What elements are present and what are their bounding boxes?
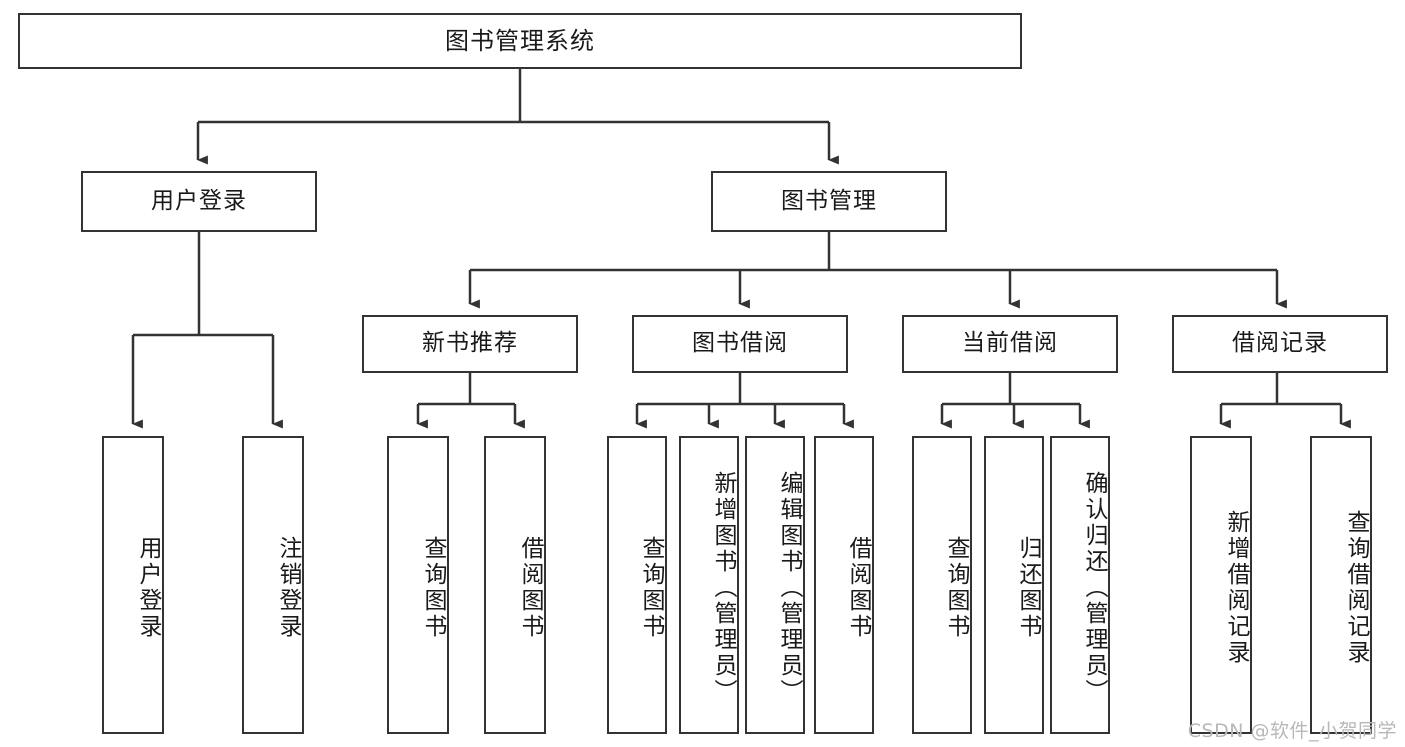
node-label: 新增图书（管理员） xyxy=(710,471,736,705)
node-book-management[interactable]: 图书管理 xyxy=(711,171,947,232)
node-label: 新书推荐 xyxy=(422,330,518,357)
node-label: 查询借阅记录 xyxy=(1343,510,1369,666)
node-new-book-recommend[interactable]: 新书推荐 xyxy=(362,315,578,373)
node-user-login[interactable]: 用户登录 xyxy=(81,171,317,232)
node-label: 确认归还（管理员） xyxy=(1081,471,1107,705)
node-label: 当前借阅 xyxy=(962,330,1058,357)
leaf-user-logout[interactable]: 注销登录 xyxy=(242,436,304,734)
leaf-query-book-current[interactable]: 查询图书 xyxy=(912,436,972,734)
leaf-return-book[interactable]: 归还图书 xyxy=(984,436,1044,734)
node-label: 查询图书 xyxy=(420,536,446,640)
node-label: 图书管理 xyxy=(781,187,877,214)
node-book-borrow[interactable]: 图书借阅 xyxy=(632,315,848,373)
node-current-borrow[interactable]: 当前借阅 xyxy=(902,315,1118,373)
node-label: 用户登录 xyxy=(135,536,161,640)
node-label: 借阅记录 xyxy=(1232,330,1328,357)
leaf-query-book-borrow[interactable]: 查询图书 xyxy=(607,436,667,734)
node-root-book-management-system[interactable]: 图书管理系统 xyxy=(18,13,1022,69)
leaf-query-borrow-record[interactable]: 查询借阅记录 xyxy=(1310,436,1372,734)
leaf-borrow-book[interactable]: 借阅图书 xyxy=(814,436,874,734)
node-label: 归还图书 xyxy=(1015,536,1041,640)
node-label: 查询图书 xyxy=(943,536,969,640)
node-borrow-record[interactable]: 借阅记录 xyxy=(1172,315,1388,373)
leaf-edit-book-admin[interactable]: 编辑图书（管理员） xyxy=(745,436,805,734)
node-label: 查询图书 xyxy=(638,536,664,640)
node-label: 借阅图书 xyxy=(517,536,543,640)
node-label: 编辑图书（管理员） xyxy=(776,471,802,705)
leaf-confirm-return-admin[interactable]: 确认归还（管理员） xyxy=(1050,436,1110,734)
node-label: 用户登录 xyxy=(151,187,247,214)
leaf-add-borrow-record[interactable]: 新增借阅记录 xyxy=(1190,436,1252,734)
node-label: 注销登录 xyxy=(275,536,301,640)
node-label: 图书管理系统 xyxy=(445,26,595,55)
node-label: 借阅图书 xyxy=(845,536,871,640)
csdn-watermark: CSDN @软件_小贺同学 xyxy=(1187,720,1397,742)
leaf-add-book-admin[interactable]: 新增图书（管理员） xyxy=(679,436,739,734)
node-label: 新增借阅记录 xyxy=(1223,510,1249,666)
leaf-query-book-recommend[interactable]: 查询图书 xyxy=(387,436,449,734)
leaf-user-login[interactable]: 用户登录 xyxy=(102,436,164,734)
leaf-borrow-book-recommend[interactable]: 借阅图书 xyxy=(484,436,546,734)
node-label: 图书借阅 xyxy=(692,330,788,357)
